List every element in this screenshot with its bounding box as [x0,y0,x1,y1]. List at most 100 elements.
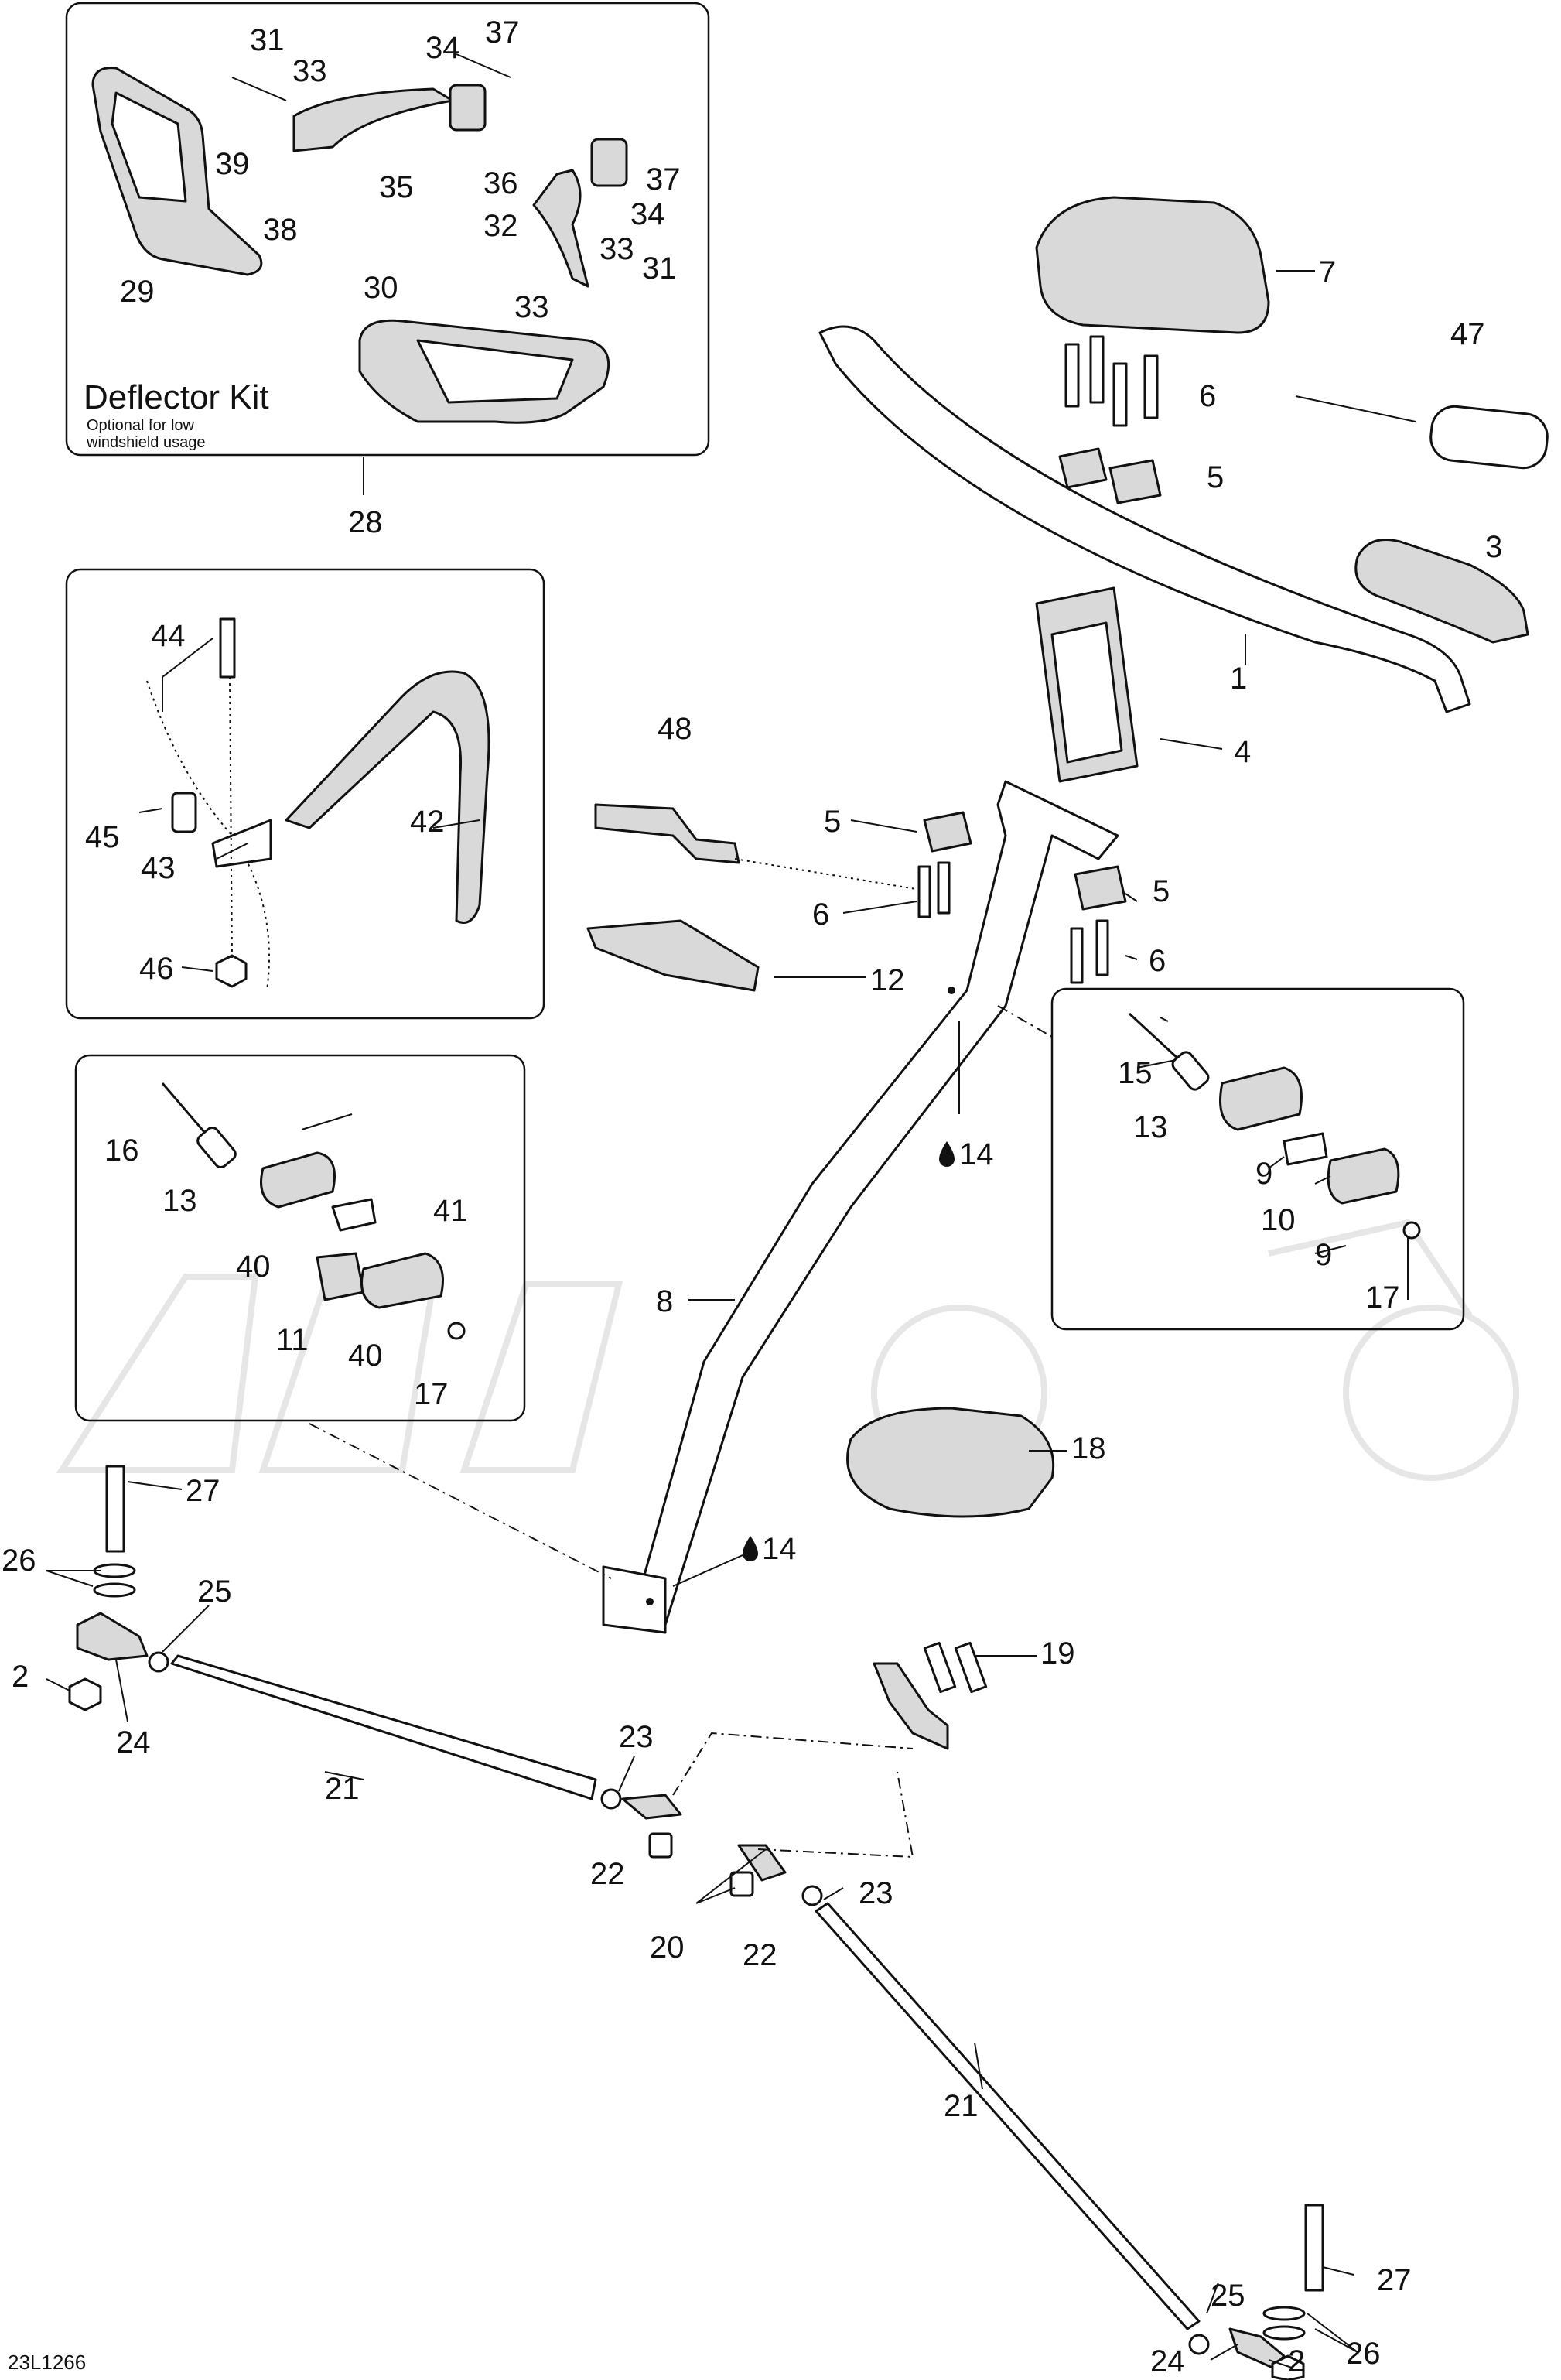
callout-26-right: 26 [1346,2337,1381,2371]
lube-point-upper [948,987,955,994]
watermark [56,1219,1519,1481]
callout-6-upper: 6 [1199,379,1216,413]
callout-13-right: 13 [1133,1110,1168,1144]
callout-47: 47 [1450,317,1485,351]
heated-grip-47 [1429,405,1549,470]
callout-24-left: 24 [116,1725,151,1759]
callout-31-left: 31 [250,23,285,57]
handlebar-cover-7 [1035,196,1270,334]
callout-32: 32 [483,209,518,243]
callout-11: 11 [276,1323,309,1357]
callout-33-right: 33 [599,232,634,266]
deflector-kit-panel: Deflector Kit Optional for low windshiel… [65,2,710,457]
tie-rod-21-lower [815,1902,1201,2330]
nut-46 [215,954,248,988]
ball-joint-24-left [76,1612,149,1661]
spacer-20b [729,1871,754,1897]
tie-rod-21-upper [170,1654,597,1800]
bolt-19b [954,1641,988,1694]
callout-19: 19 [1040,1636,1075,1670]
callout-36: 36 [483,166,518,200]
bolt-27-right [1304,2204,1324,2292]
nut-23-upper [600,1788,622,1810]
bolt-27-left [105,1465,125,1553]
callout-4: 4 [1234,735,1251,769]
callout-8: 8 [656,1284,673,1318]
callout-1: 1 [1230,662,1247,696]
callout-14-upper: 14 [939,1137,994,1171]
callout-46: 46 [139,952,174,986]
clamp-9a [1219,1066,1303,1131]
left-clamp-frame [74,1054,526,1422]
callout-18: 18 [1071,1431,1106,1465]
rubber-41 [331,1198,377,1232]
deflector-kit-note-line2: windshield usage [86,434,205,451]
callout-6-mid-left: 6 [812,898,829,932]
callout-37-top: 37 [485,15,520,50]
right-clamp-panel [1050,987,1465,1331]
callout-14-lower: 14 [743,1532,797,1566]
callout-10: 10 [1261,1203,1296,1237]
nut-25-right [1188,2334,1210,2355]
bracket-35 [292,87,454,152]
callout-39: 39 [215,147,250,181]
callout-25-left: 25 [197,1575,232,1609]
callout-26-left: 26 [2,1544,36,1578]
callout-42: 42 [410,805,445,839]
callout-43: 43 [141,851,176,885]
callout-9-lower: 9 [1315,1238,1332,1272]
cap-5-mid-a [923,811,972,853]
clamp-43 [211,819,272,868]
diagram-code: 23L1266 [8,2351,86,2374]
spacer-45 [171,792,197,833]
callout-38: 38 [263,213,298,247]
rubber-11 [316,1252,365,1301]
callout-29: 29 [120,275,155,309]
callout-15: 15 [1118,1056,1153,1090]
callout-14-lower-label: 14 [762,1532,797,1566]
callout-7: 7 [1319,255,1336,289]
spacer-10 [1283,1132,1328,1166]
cap-5-mid-b [1074,865,1127,911]
nut-17 [447,1322,466,1340]
steering-arm [873,1662,949,1750]
callout-5-mid-right: 5 [1153,874,1170,908]
callout-22-lower: 22 [743,1938,777,1972]
handguard-panel [65,568,545,1020]
callout-41: 41 [433,1194,468,1228]
bolt-44 [219,617,236,679]
right-clamp-frame [1050,987,1465,1331]
oil-drop-icon [939,1141,955,1167]
callout-24-right: 24 [1150,2344,1185,2378]
washer-26-right-a [1262,2306,1306,2321]
callout-12: 12 [870,963,905,997]
callout-labels: 1 2 2 3 4 5 5 5 6 6 6 7 8 9 9 10 11 12 1… [2,15,1502,2378]
callout-34-top: 34 [425,31,460,65]
callout-6-mid-right: 6 [1149,944,1166,978]
column-base-8 [602,1565,667,1634]
callout-5-upper: 5 [1207,460,1224,494]
bolt-19a [923,1641,957,1694]
callout-40-right: 40 [348,1339,383,1373]
nut-2-right [1271,2354,1305,2380]
ball-joint-22-upper [621,1794,682,1820]
handguard-frame [65,568,545,1020]
callout-34-right: 34 [630,197,665,231]
nut-25-left [148,1651,169,1673]
washer-26-right-b [1262,2325,1306,2341]
callout-44: 44 [151,619,186,653]
bracket-48 [594,803,740,864]
clamp-40b [360,1252,444,1309]
oil-drop-icon [743,1536,758,1561]
bolt-6-mid-a [917,865,931,918]
cap-5-upper-b [1108,459,1162,504]
bolt-15 [1128,1012,1181,1062]
handlebar-1 [818,325,1471,713]
clamp-40a [260,1151,336,1209]
callout-9-upper: 9 [1255,1157,1272,1191]
bolt-6-mid-d [1095,919,1109,976]
clamp-9b [1327,1147,1400,1205]
handguard-42 [285,670,490,924]
